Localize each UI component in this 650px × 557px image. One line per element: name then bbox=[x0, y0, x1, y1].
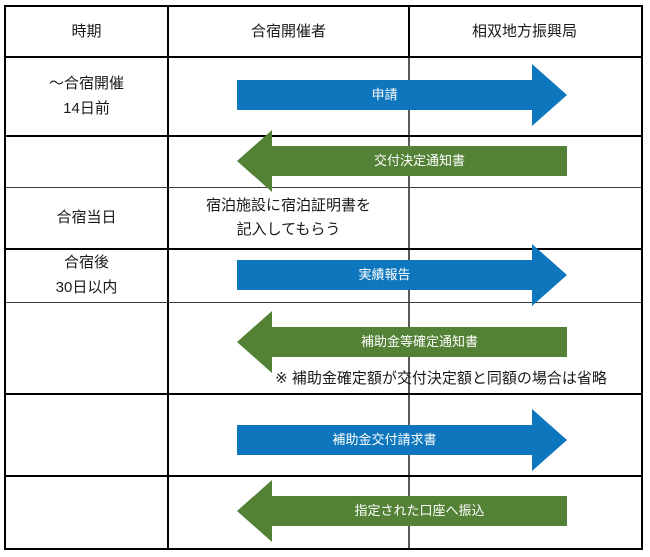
arrow-label: 交付決定通知書 bbox=[373, 153, 465, 168]
left-arrow-icon bbox=[237, 130, 567, 192]
right-arrow-icon bbox=[237, 244, 567, 306]
row-line-header bbox=[6, 56, 641, 58]
omission-note: ※ 補助金確定額が交付決定額と同額の場合は省略 bbox=[275, 370, 607, 387]
left-arrow-icon bbox=[237, 311, 567, 373]
row-line-5 bbox=[6, 393, 641, 395]
row-line-6 bbox=[6, 475, 641, 477]
left-arrow-icon bbox=[237, 480, 567, 542]
arrow-label: 申請 bbox=[371, 87, 398, 102]
arrow-subsidy-payment-request: 補助金交付請求書 bbox=[237, 409, 567, 471]
row-line-2 bbox=[6, 187, 641, 188]
row-line-3 bbox=[6, 248, 641, 250]
column-divider-2-header bbox=[408, 7, 410, 56]
row-line-4 bbox=[6, 302, 641, 303]
action-lodging-certificate: 宿泊施設に宿泊証明書を 記入してもらう bbox=[205, 196, 371, 238]
header-time: 時期 bbox=[71, 22, 102, 40]
row-line-1 bbox=[6, 135, 641, 137]
right-arrow-icon bbox=[237, 409, 567, 471]
arrow-label: 実績報告 bbox=[358, 267, 411, 282]
arrow-results-report: 実績報告 bbox=[237, 244, 567, 306]
arrow-grant-decision-notice: 交付決定通知書 bbox=[237, 130, 567, 192]
header-bureau: 相双地方振興局 bbox=[471, 22, 577, 40]
arrow-subsidy-confirmation-notice: 補助金等確定通知書 bbox=[237, 311, 567, 373]
arrow-label: 補助金等確定通知書 bbox=[360, 334, 478, 349]
arrow-label: 指定された口座へ振込 bbox=[354, 503, 485, 518]
column-divider-1 bbox=[167, 7, 169, 548]
arrow-label: 補助金交付請求書 bbox=[332, 432, 437, 447]
process-table: 時期 合宿開催者 相双地方振興局 ～合宿開催 14日前 合宿当日 合宿後 30日… bbox=[4, 5, 643, 550]
arrow-bank-transfer: 指定された口座へ振込 bbox=[237, 480, 567, 542]
period-camp-day: 合宿当日 bbox=[56, 209, 117, 226]
header-organizer: 合宿開催者 bbox=[250, 22, 326, 40]
period-after-camp: 合宿後 30日以内 bbox=[55, 254, 118, 296]
period-before-camp: ～合宿開催 14日前 bbox=[48, 74, 124, 117]
arrow-application: 申請 bbox=[237, 64, 567, 126]
right-arrow-icon bbox=[237, 64, 567, 126]
